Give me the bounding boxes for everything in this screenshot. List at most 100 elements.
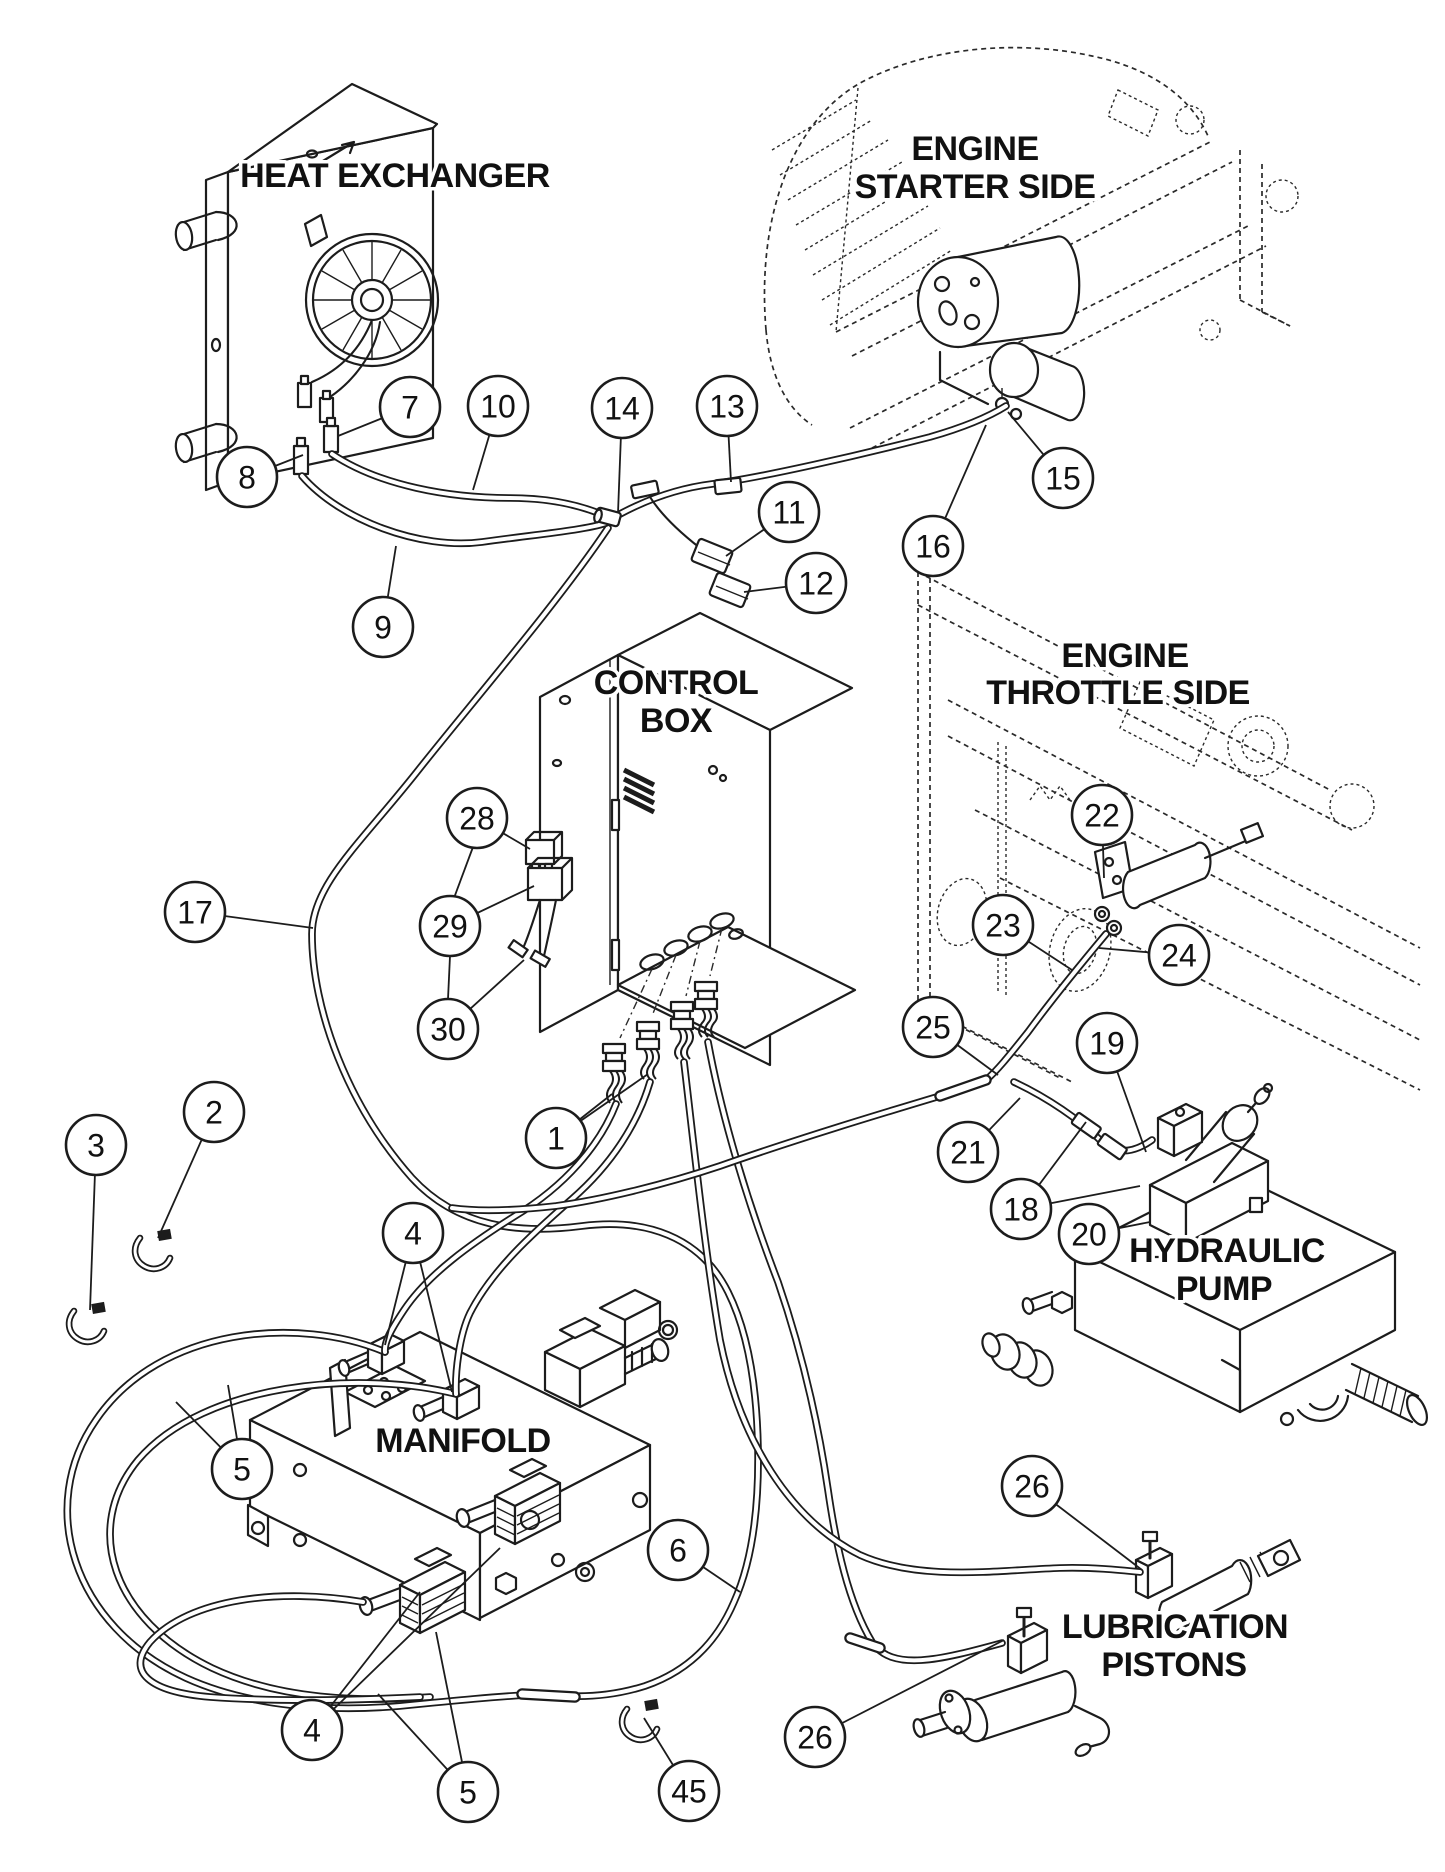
vent-grille <box>622 767 656 815</box>
callout-number-29: 29 <box>432 909 468 945</box>
callout-number-4: 4 <box>404 1216 422 1252</box>
callout-number-18: 18 <box>1003 1192 1039 1228</box>
wiring-harness-art <box>67 406 1152 1708</box>
callout-number-26: 26 <box>1014 1469 1050 1505</box>
inline-connector <box>713 476 743 496</box>
callout-circle-6 <box>646 1518 710 1582</box>
callout-number-17: 17 <box>177 895 213 931</box>
callout-7: 7 <box>378 375 442 439</box>
leader-line-26 <box>814 1639 1005 1738</box>
callout-circle-4 <box>381 1201 445 1265</box>
callout-26: 26 <box>783 1705 847 1769</box>
callout-29: 29 <box>418 894 482 958</box>
callout-number-26: 26 <box>797 1720 833 1756</box>
callout-number-30: 30 <box>430 1012 466 1048</box>
callout-14: 14 <box>590 376 654 440</box>
callout-number-3: 3 <box>87 1128 105 1164</box>
label-control-box-line2: BOX <box>640 702 713 740</box>
spade-terminal <box>507 939 529 959</box>
hydraulic-pump-art <box>981 1082 1429 1427</box>
callout-3: 3 <box>64 1113 128 1177</box>
callout-circle-45 <box>657 1759 721 1823</box>
callout-number-22: 22 <box>1084 798 1120 834</box>
callout-16: 16 <box>901 514 965 578</box>
callout-17: 17 <box>163 880 227 944</box>
callout-19: 19 <box>1075 1011 1139 1075</box>
callout-number-24: 24 <box>1161 938 1197 974</box>
inline-connector <box>630 479 660 500</box>
callout-number-25: 25 <box>915 1010 951 1046</box>
callout-8: 8 <box>215 445 279 509</box>
pump-solenoid-valve <box>1148 1082 1274 1259</box>
label-lubrication-line1: LUBRICATION <box>1062 1608 1288 1646</box>
control-box-bottom-plate <box>616 925 857 1050</box>
callout-circle-25 <box>901 995 965 1059</box>
callout-circle-26 <box>783 1705 847 1769</box>
lubrication-pistons-art <box>912 1530 1302 1757</box>
callout-circle-16 <box>901 514 965 578</box>
callout-11: 11 <box>757 480 821 544</box>
callout-30: 30 <box>416 997 480 1061</box>
callout-circle-9 <box>351 595 415 659</box>
callout-4: 4 <box>381 1201 445 1265</box>
label-hydraulic-pump-line2: PUMP <box>1176 1270 1272 1308</box>
relay-connector-11 <box>690 537 734 575</box>
label-hydraulic-pump-line1: HYDRAULIC <box>1129 1232 1325 1270</box>
rear-solenoid-valve <box>598 1288 679 1350</box>
lubrication-piston-upper <box>1134 1530 1302 1638</box>
callout-number-8: 8 <box>238 460 256 496</box>
callout-circle-2 <box>182 1080 246 1144</box>
callout-circle-20 <box>1057 1202 1121 1266</box>
callout-circle-29 <box>418 894 482 958</box>
callout-circle-4 <box>280 1698 344 1762</box>
spade-terminal <box>529 949 551 968</box>
callout-28: 28 <box>445 786 509 850</box>
label-lubrication-line2: PISTONS <box>1101 1646 1246 1684</box>
callout-circle-30 <box>416 997 480 1061</box>
callout-circle-14 <box>590 376 654 440</box>
label-engine-throttle-line1: ENGINE <box>1061 637 1188 675</box>
callout-15: 15 <box>1031 446 1095 510</box>
callout-number-5: 5 <box>459 1775 477 1811</box>
callout-21: 21 <box>936 1120 1000 1184</box>
callout-number-28: 28 <box>459 801 495 837</box>
engine-starter-side-art <box>763 46 1299 449</box>
lubrication-piston-lower <box>912 1606 1111 1757</box>
callout-number-2: 2 <box>205 1095 223 1131</box>
callout-circle-3 <box>64 1113 128 1177</box>
callout-23: 23 <box>971 893 1035 957</box>
callout-circle-15 <box>1031 446 1095 510</box>
inline-connector <box>1096 1132 1128 1161</box>
relay-connector-12 <box>708 571 752 609</box>
callout-number-12: 12 <box>798 566 834 602</box>
callout-25: 25 <box>901 995 965 1059</box>
j-clip-3 <box>65 1301 108 1346</box>
callout-26: 26 <box>1000 1454 1064 1518</box>
callout-10: 10 <box>466 374 530 438</box>
leader-lines <box>89 405 1180 1793</box>
callout-number-11: 11 <box>772 495 805 531</box>
callout-circle-5 <box>436 1760 500 1824</box>
callout-number-14: 14 <box>604 391 640 427</box>
callout-number-23: 23 <box>985 908 1021 944</box>
callout-circle-19 <box>1075 1011 1139 1075</box>
engine-throttle-side-art <box>917 571 1421 1091</box>
callout-circle-26 <box>1000 1454 1064 1518</box>
callout-number-6: 6 <box>669 1533 687 1569</box>
label-heat-exchanger: HEAT EXCHANGER <box>240 157 550 195</box>
throttle-actuator <box>1093 822 1265 937</box>
callout-number-15: 15 <box>1045 461 1081 497</box>
top-solenoid-valve <box>543 1316 670 1409</box>
callout-number-5: 5 <box>233 1452 251 1488</box>
callout-number-10: 10 <box>480 389 516 425</box>
callout-circle-10 <box>466 374 530 438</box>
cable-glands <box>601 980 719 1104</box>
callout-6: 6 <box>646 1518 710 1582</box>
callout-13: 13 <box>695 374 759 438</box>
label-control-box-line1: CONTROL <box>594 664 759 702</box>
callout-number-7: 7 <box>401 390 419 426</box>
